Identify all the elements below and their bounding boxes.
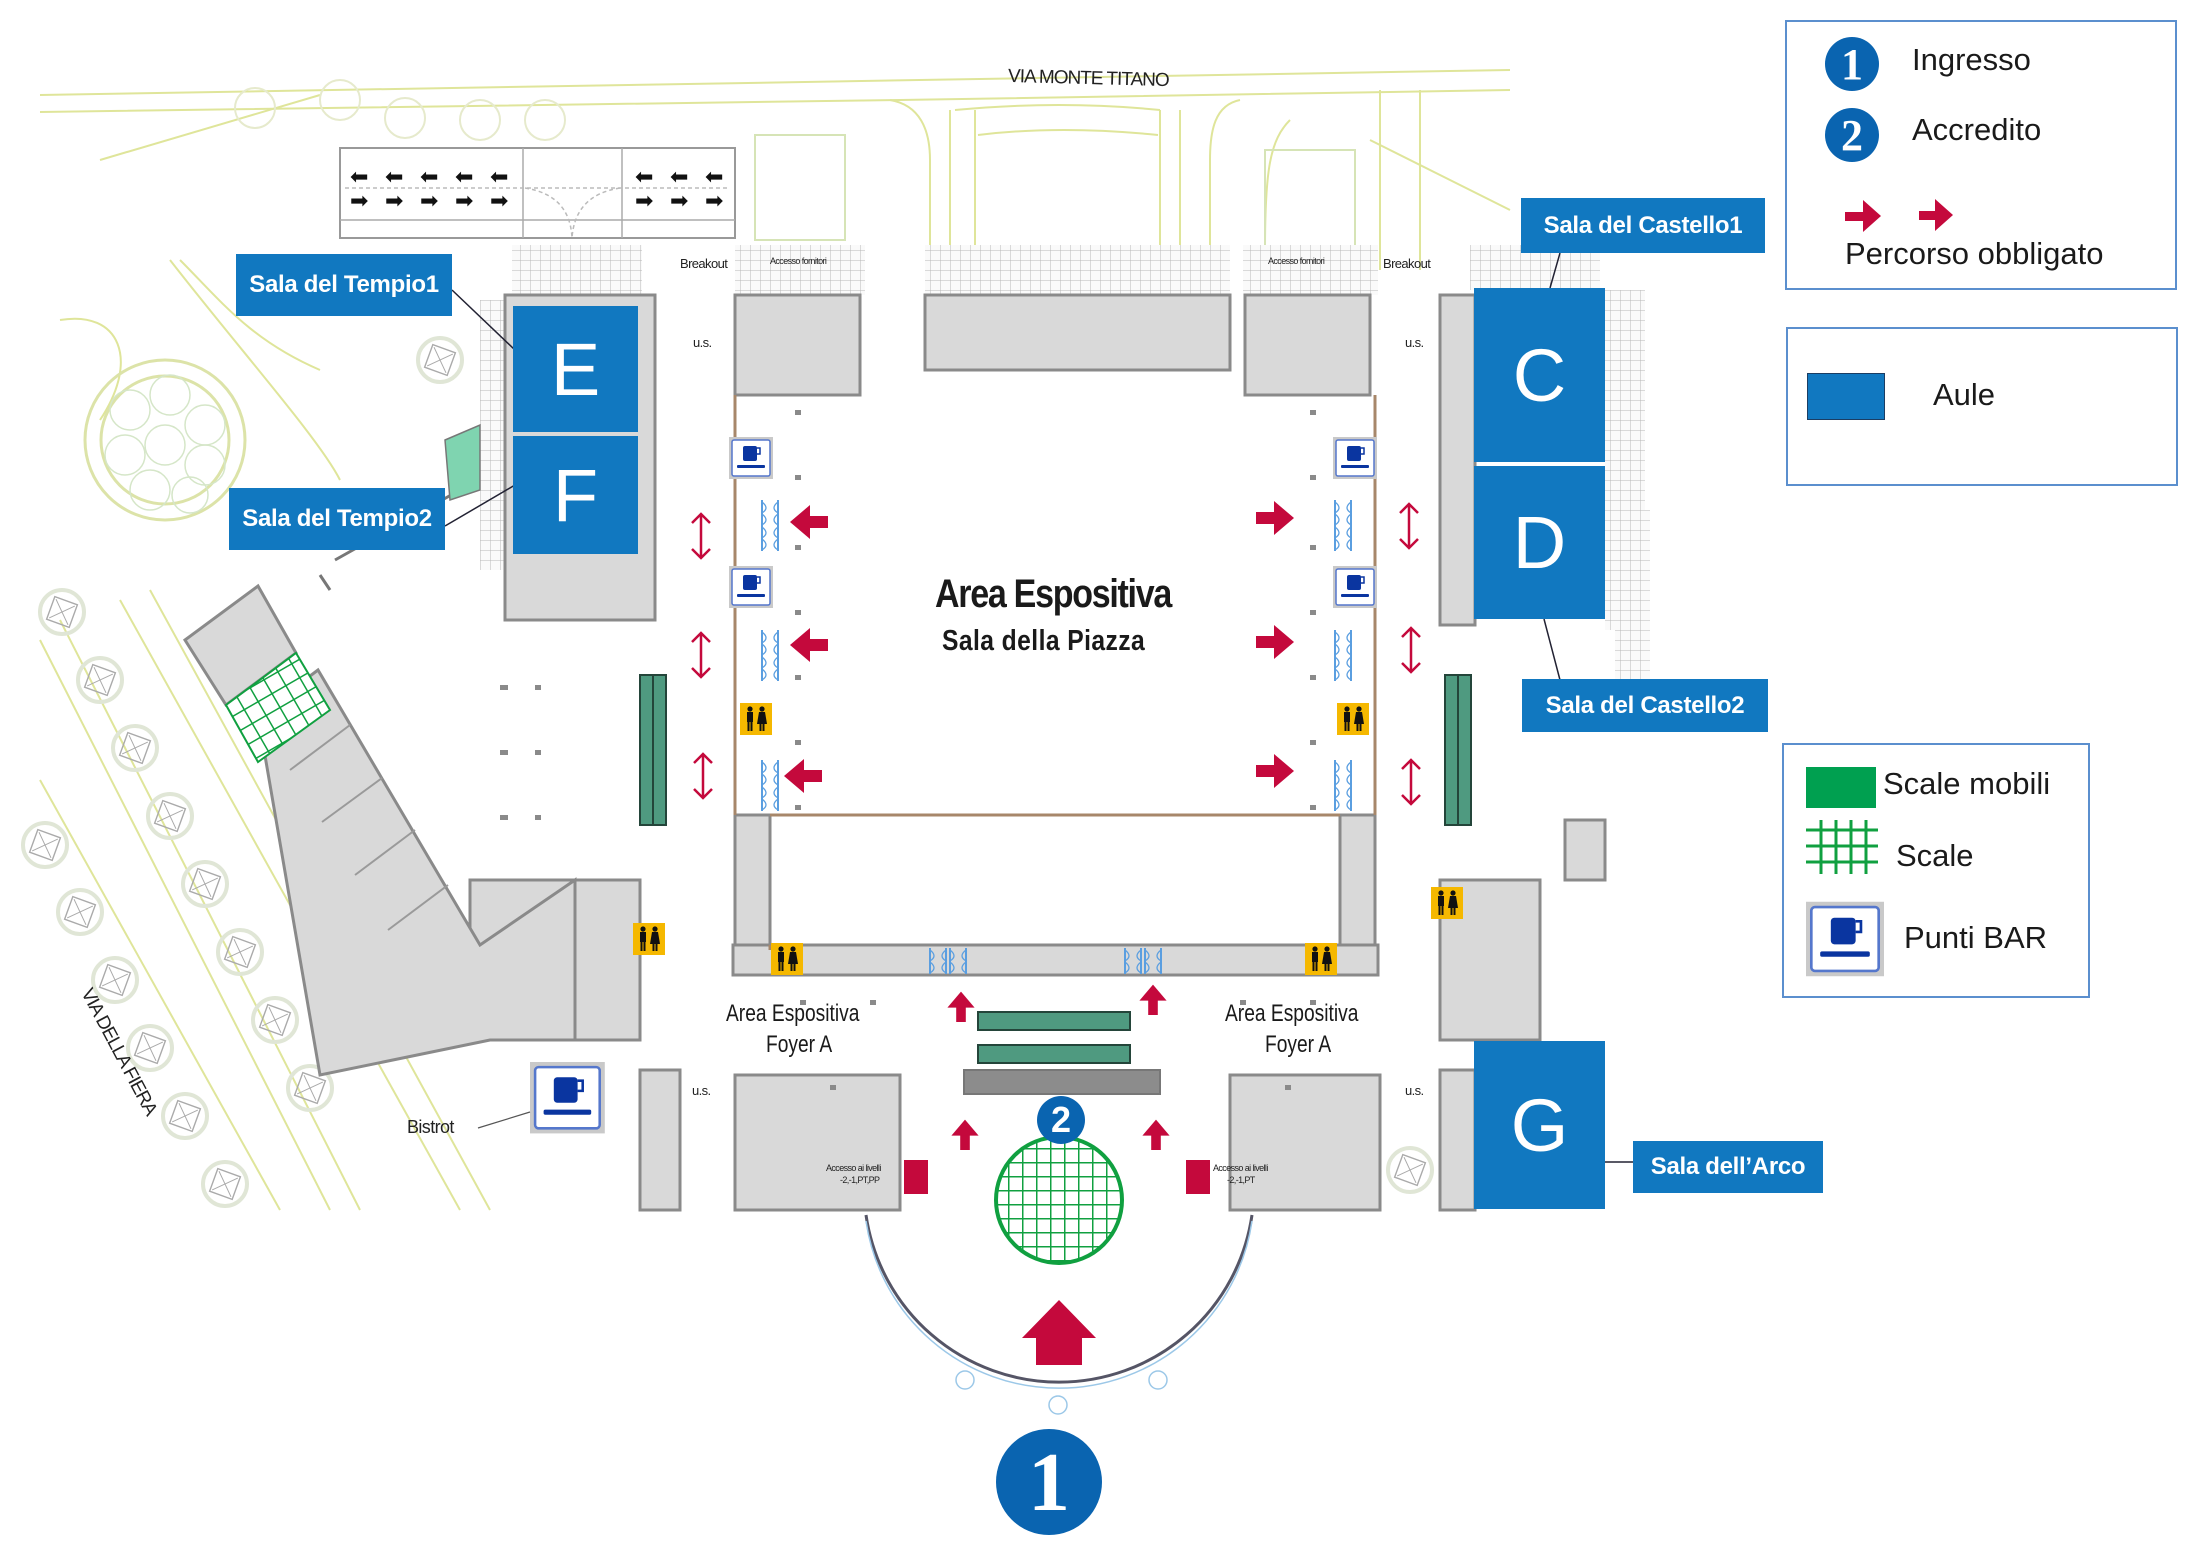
room-label-castello2: Sala del Castello2 xyxy=(1522,679,1768,732)
green-grid-icon xyxy=(1806,820,1878,874)
legend-route: 1 Ingresso 2 Accredito Percorso obbligat… xyxy=(1785,20,2177,290)
legend-rooms: Aule xyxy=(1786,327,2178,486)
legend-label-ingresso: Ingresso xyxy=(1912,42,2031,77)
supplier-access-right-label: Accesso fornitori xyxy=(1268,256,1325,266)
central-hall-walls xyxy=(733,395,1377,950)
bistrot-label: Bistrot xyxy=(407,1117,454,1137)
breakout-left-label: Breakout xyxy=(680,256,728,271)
room-c[interactable]: C xyxy=(1474,288,1605,462)
room-d[interactable]: D xyxy=(1474,466,1605,619)
legend-label-scale-mobili: Scale mobili xyxy=(1883,766,2051,801)
entrance-marker: 1 xyxy=(996,1429,1102,1535)
street-trees xyxy=(21,336,1434,1208)
number-2-badge: 2 xyxy=(1825,108,1879,162)
accreditation-marker: 2 xyxy=(1037,1096,1085,1144)
main-entrance-arrow xyxy=(1022,1300,1096,1365)
legend-label-percorso: Percorso obbligato xyxy=(1845,236,2104,271)
west-stairs xyxy=(224,651,332,764)
emergency-exit-label-ne: u.s. xyxy=(1405,335,1424,350)
svg-text:⬅: ⬅ xyxy=(385,165,403,190)
west-wing xyxy=(182,583,577,1077)
svg-text:⬅: ⬅ xyxy=(490,165,508,190)
foyer-right-line2: Foyer A xyxy=(1265,1031,1332,1058)
svg-text:➡: ➡ xyxy=(350,189,368,214)
blue-swatch xyxy=(1807,373,1885,420)
level-access-right-line1: Accesso ai livelli xyxy=(1213,1163,1268,1173)
route-arrows-left xyxy=(784,505,828,793)
number-1-badge: 1 xyxy=(1825,37,1879,91)
level-access-left-line2: -2,-1,PT,PP xyxy=(840,1175,880,1185)
room-g[interactable]: G xyxy=(1474,1041,1605,1209)
legend-label-accredito: Accredito xyxy=(1912,112,2042,147)
svg-text:⬅: ⬅ xyxy=(455,165,473,190)
legend-facilities: Scale mobili Scale Punti BAR xyxy=(1782,743,2090,998)
entrance-round-stairs xyxy=(994,1135,1124,1265)
central-hall-title: Area Espositiva xyxy=(935,572,1172,616)
room-e[interactable]: E xyxy=(513,306,638,432)
svg-text:⬅: ⬅ xyxy=(635,165,653,190)
foyer-left-line2: Foyer A xyxy=(766,1031,833,1058)
foyer-left-line1: Area Espositiva xyxy=(726,1000,860,1027)
coffee-cup-icon xyxy=(1806,900,1884,978)
supplier-access-left-label: Accesso fornitori xyxy=(770,256,827,266)
emergency-exit-label-nw: u.s. xyxy=(693,335,712,350)
route-arrows-right xyxy=(1256,501,1294,788)
level-access-left-line1: Accesso ai livelli xyxy=(826,1163,881,1173)
street-label-north: VIA MONTE TITANO xyxy=(1007,65,1169,92)
svg-text:➡: ➡ xyxy=(385,189,403,214)
building-blocks xyxy=(468,293,1607,1212)
legend-label-punti-bar: Punti BAR xyxy=(1904,920,2048,955)
svg-text:⬅: ⬅ xyxy=(670,165,688,190)
bistrot-bar-icon xyxy=(528,1060,607,1135)
room-label-arco: Sala dell’Arco xyxy=(1633,1141,1823,1193)
escalators xyxy=(639,674,1472,1095)
room-label-castello1: Sala del Castello1 xyxy=(1521,198,1765,253)
columns xyxy=(500,410,1316,1090)
room-label-tempio1: Sala del Tempio1 xyxy=(236,254,452,316)
svg-text:➡: ➡ xyxy=(670,189,688,214)
site-landscape xyxy=(39,69,1511,1211)
svg-text:➡: ➡ xyxy=(490,189,508,214)
legend-label-scale: Scale xyxy=(1896,838,1974,873)
level-access-right-line2: -2,-1,PT xyxy=(1227,1175,1255,1185)
svg-text:➡: ➡ xyxy=(455,189,473,214)
svg-text:➡: ➡ xyxy=(420,189,438,214)
vehicle-lane: ⬅ ⬅ ⬅ ⬅ ⬅ ➡ ➡ ➡ ➡ ➡ ⬅ ⬅ ⬅ ➡ ➡ ➡ xyxy=(339,147,736,239)
breakout-right-label: Breakout xyxy=(1383,256,1431,271)
legend-label-aule: Aule xyxy=(1933,377,1996,412)
round-garden xyxy=(83,358,247,522)
room-label-tempio2: Sala del Tempio2 xyxy=(229,488,445,550)
emergency-exit-label-sw: u.s. xyxy=(692,1083,711,1098)
room-f[interactable]: F xyxy=(513,436,638,554)
foyer-right-line1: Area Espositiva xyxy=(1225,1000,1359,1027)
svg-text:⬅: ⬅ xyxy=(420,165,438,190)
svg-text:➡: ➡ xyxy=(635,189,653,214)
green-swatch xyxy=(1806,767,1876,808)
emergency-exit-label-se: u.s. xyxy=(1405,1083,1424,1098)
red-arrow-icon xyxy=(1845,199,1953,232)
svg-text:⬅: ⬅ xyxy=(705,165,723,190)
svg-text:⬅: ⬅ xyxy=(350,165,368,190)
entrance-arc xyxy=(864,1214,1254,1384)
svg-text:➡: ➡ xyxy=(705,189,723,214)
central-hall-subtitle: Sala della Piazza xyxy=(942,625,1146,657)
